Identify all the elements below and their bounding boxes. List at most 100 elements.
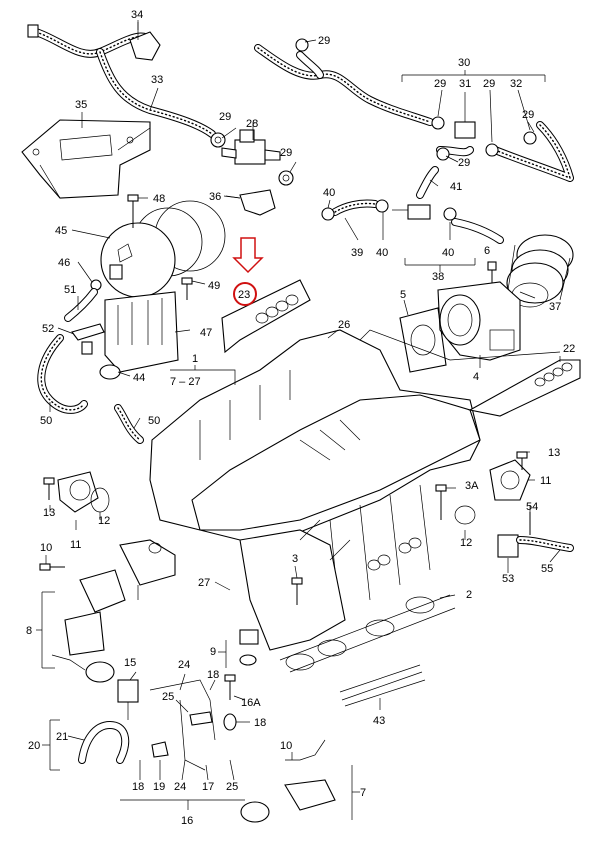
- label-12b: 12: [460, 537, 472, 549]
- label-29a: 29: [219, 111, 231, 123]
- label-22: 22: [563, 343, 575, 355]
- label-52: 52: [42, 323, 54, 335]
- bolt-3A: [435, 484, 447, 520]
- label-35: 35: [75, 99, 87, 111]
- label-55: 55: [541, 563, 553, 575]
- label-11b: 11: [70, 539, 81, 551]
- label-34: 34: [131, 9, 143, 21]
- actuator-8: [51, 569, 126, 683]
- tee-31: [454, 92, 476, 139]
- label-24b: 24: [174, 781, 186, 793]
- label-16: 16: [181, 815, 193, 827]
- sensor-9: [239, 629, 259, 666]
- label-10a: 10: [40, 542, 52, 554]
- label-32: 32: [510, 78, 522, 90]
- clip-34: [129, 22, 161, 61]
- label-20: 20: [28, 740, 40, 752]
- label-21: 21: [56, 731, 68, 743]
- label-39: 39: [351, 247, 363, 259]
- intake-hose-37: [506, 234, 574, 308]
- connector-52: [71, 323, 105, 355]
- label-36: 36: [209, 191, 221, 203]
- label-8: 8: [26, 625, 32, 637]
- clamp-29c: [278, 170, 294, 186]
- label-23-highlighted: 23: [238, 289, 250, 301]
- label-15: 15: [124, 657, 136, 669]
- label-6: 6: [484, 245, 490, 257]
- clip-44: [99, 364, 121, 380]
- label-49: 49: [208, 280, 220, 292]
- seal-12-right: [454, 505, 476, 525]
- gaskets-2: [279, 594, 456, 673]
- label-48: 48: [153, 193, 165, 205]
- label-29f: 29: [522, 109, 534, 121]
- label-50a: 50: [40, 415, 52, 427]
- label-18a: 18: [207, 669, 219, 681]
- hose-21: [78, 721, 130, 764]
- bracket-27: [119, 539, 176, 600]
- label-12a: 12: [98, 515, 110, 527]
- label-51: 51: [64, 284, 76, 296]
- clamps-29-top: [295, 38, 537, 161]
- label-44: 44: [133, 372, 145, 384]
- label-28: 28: [246, 118, 258, 130]
- part-labels: 34 33 35 28 29 29 29 36 30 29 31 29 32 2…: [26, 9, 575, 827]
- label-27: 27: [198, 577, 210, 589]
- bracket-47: [104, 291, 179, 373]
- hose-41: [416, 166, 439, 199]
- label-16A: 16A: [241, 697, 261, 709]
- label-41: 41: [450, 181, 462, 193]
- label-13a: 13: [548, 447, 560, 459]
- label-38: 38: [432, 271, 444, 283]
- highlight-circle: [233, 282, 257, 306]
- intake-manifold-26: [149, 329, 481, 651]
- label-29e: 29: [483, 78, 495, 90]
- bracket-35: [21, 119, 151, 199]
- label-53: 53: [502, 573, 514, 585]
- label-26: 26: [338, 319, 350, 331]
- trim-22: [468, 359, 581, 417]
- label-29c: 29: [280, 147, 292, 159]
- label-25a: 25: [162, 691, 174, 703]
- gasket-5: [399, 307, 447, 373]
- valve-53: [497, 512, 531, 558]
- label-3A: 3A: [465, 480, 479, 492]
- flange-11-right: [489, 459, 531, 501]
- flange-11-left: [57, 471, 99, 513]
- clip-19: [151, 741, 169, 758]
- label-54: 54: [526, 501, 538, 513]
- label-18b: 18: [254, 717, 266, 729]
- label-33: 33: [151, 74, 163, 86]
- strap-43: [339, 664, 426, 707]
- label-25b: 25: [226, 781, 238, 793]
- label-37: 37: [549, 301, 561, 313]
- hose-33: [27, 24, 216, 138]
- label-40b: 40: [376, 247, 388, 259]
- label-40a: 40: [323, 187, 335, 199]
- hose-30: [254, 44, 574, 182]
- label-3: 3: [292, 553, 298, 565]
- bolt-6: [487, 261, 497, 285]
- hose-55: [516, 536, 574, 552]
- label-10b: 10: [280, 740, 292, 752]
- throttle-body-4: [437, 281, 521, 361]
- bolt-13-left: [43, 477, 55, 500]
- valve-28: [221, 122, 281, 165]
- hose-51: [64, 288, 98, 322]
- label-18c: 18: [132, 781, 144, 793]
- valve-15: [117, 679, 139, 720]
- label-24a: 24: [178, 659, 190, 671]
- label-7b: 7: [360, 787, 366, 799]
- label-2: 2: [466, 589, 472, 601]
- bolt-49: [181, 277, 193, 300]
- label-47: 47: [200, 327, 212, 339]
- bolt-10-left: [39, 563, 65, 571]
- hose-39: [331, 199, 504, 244]
- nipple-18: [223, 713, 237, 731]
- leader-lines: [36, 20, 561, 820]
- reservoir-spheres: [100, 200, 226, 298]
- label-29d: 29: [434, 78, 446, 90]
- clamps-40: [321, 199, 457, 221]
- label-5: 5: [400, 289, 406, 301]
